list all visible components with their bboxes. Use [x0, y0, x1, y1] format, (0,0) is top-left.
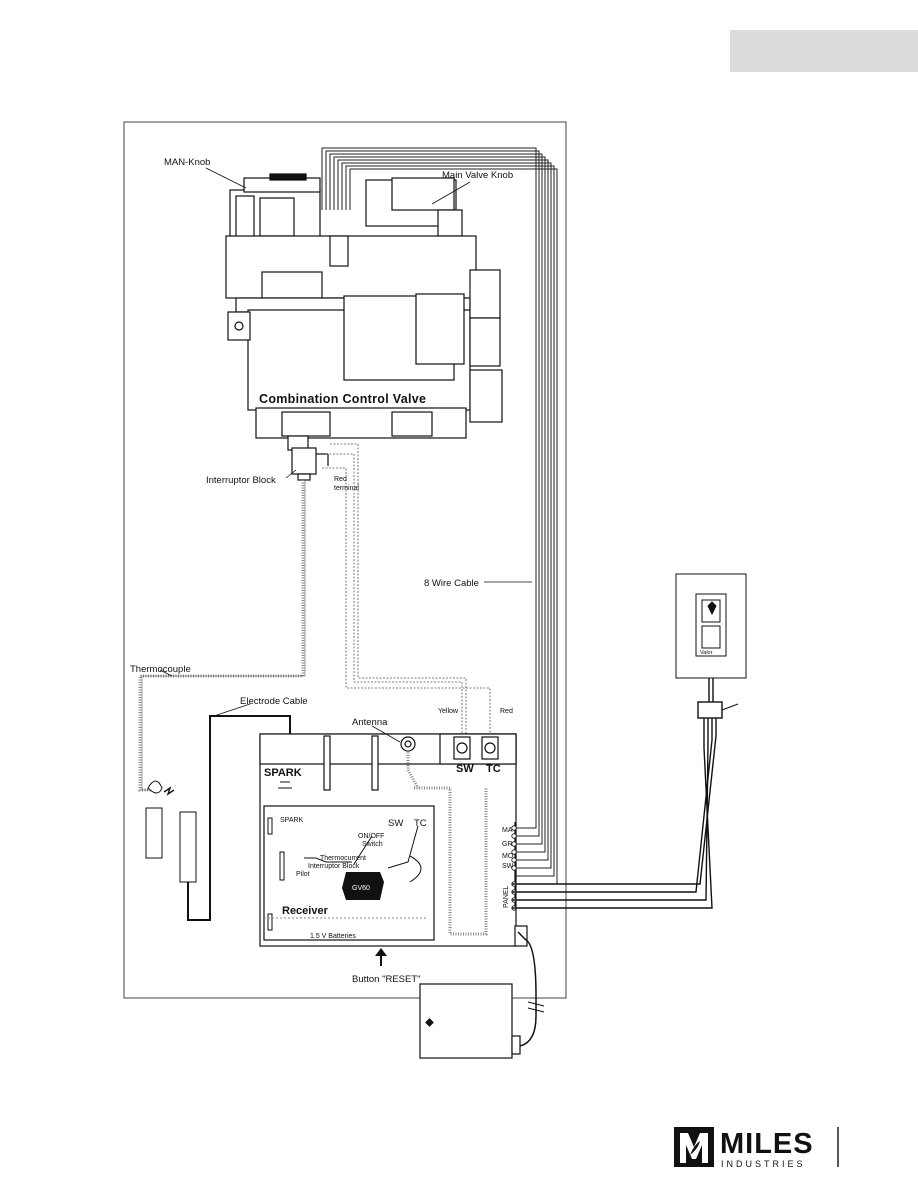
label-eight-wire-cable: 8 Wire Cable: [424, 578, 479, 589]
label-thermocouple: Thermocouple: [130, 664, 191, 675]
label-terminal-mo: MO: [502, 853, 514, 860]
reset-arrow: [375, 948, 387, 966]
valve-to-receiver-wire-a: [330, 443, 467, 740]
logo-sub: INDUSTRIES: [721, 1159, 806, 1169]
label-combination-control-valve: Combination Control Valve: [259, 392, 426, 406]
label-tc-small: TC: [414, 818, 427, 829]
header-tab-box: [730, 30, 918, 72]
label-red: Red: [500, 708, 513, 715]
label-batteries: 1.5 V Batteries: [310, 933, 356, 940]
vitaflame-tag: Valor: [700, 650, 713, 656]
battery-pack: [419, 931, 545, 1059]
label-onoff-1: ON/OFF: [358, 833, 384, 840]
label-red-terminal-2: terminal: [334, 485, 359, 492]
logo-brand: MILES: [720, 1128, 814, 1160]
pilot-burner-assembly: [145, 780, 197, 883]
label-terminal-gr: GR: [502, 841, 513, 848]
diagram-frame: [123, 121, 567, 999]
label-tc: TC: [486, 763, 501, 775]
label-antenna: Antenna: [352, 717, 388, 728]
label-man-knob: MAN-Knob: [164, 157, 210, 168]
valve-to-receiver-wire-b: [326, 453, 463, 740]
label-pilot: Pilot: [296, 871, 310, 878]
label-thermocurrent-2: Interruptor Block: [308, 863, 360, 870]
label-thermocurrent-1: Thermocurrent: [320, 855, 366, 862]
label-interruptor-block: Interruptor Block: [206, 475, 276, 486]
label-yellow: Yellow: [438, 708, 459, 715]
label-spark-small: SPARK: [280, 817, 304, 824]
thermocouple-tube: [138, 480, 305, 792]
wall-switch-panel: [675, 573, 747, 679]
wall-switch-cable: [512, 678, 739, 909]
label-gv60: GV60: [352, 885, 370, 892]
label-red-terminal-1: Red: [334, 476, 347, 483]
label-sw-small: SW: [388, 818, 403, 829]
eight-wire-cable-bundle: [321, 147, 558, 885]
label-electrode-cable: Electrode Cable: [240, 696, 308, 707]
antenna-wire: [406, 750, 420, 789]
spark-symbol: [278, 781, 292, 789]
label-button-reset: Button "RESET": [352, 974, 421, 985]
label-sw: SW: [456, 763, 474, 775]
label-terminal-sw: SW: [502, 863, 514, 870]
miles-industries-logo: MILES INDUSTRIES: [674, 1127, 839, 1169]
label-main-valve-knob: Main Valve Knob: [442, 170, 513, 181]
electrode-cable: [187, 715, 291, 921]
label-receiver: Receiver: [282, 905, 329, 917]
label-terminal-ma: MA: [502, 827, 513, 834]
receiver-schematic: [264, 817, 426, 931]
label-onoff-2: Switch: [362, 841, 383, 848]
interruptor-block: [291, 447, 329, 481]
leader-lines: [159, 167, 532, 743]
label-spark: SPARK: [264, 767, 302, 779]
label-panel: PANEL: [503, 885, 510, 908]
gv60-module: [342, 872, 384, 900]
combination-control-valve: [225, 173, 503, 451]
